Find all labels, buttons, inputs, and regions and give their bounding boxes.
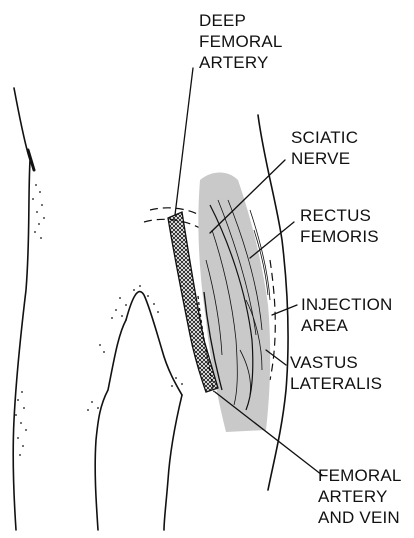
label-rectus-femoris: RECTUS FEMORIS — [300, 205, 379, 247]
middle-leg-outline — [95, 292, 182, 530]
left-leg-stipple — [15, 184, 45, 456]
muscle-mass — [198, 173, 270, 433]
left-leg-outline — [13, 88, 34, 530]
middle-leg-stipple — [87, 285, 183, 411]
label-vastus-lateralis: VASTUS LATERALIS — [290, 352, 382, 394]
label-sciatic-nerve: SCIATIC NERVE — [291, 127, 358, 169]
label-femoral-artery-and-vein: FEMORAL ARTERY AND VEIN — [318, 465, 402, 528]
label-injection-area: INJECTION AREA — [301, 294, 393, 336]
label-deep-femoral-artery: DEEP FEMORAL ARTERY — [199, 10, 283, 73]
